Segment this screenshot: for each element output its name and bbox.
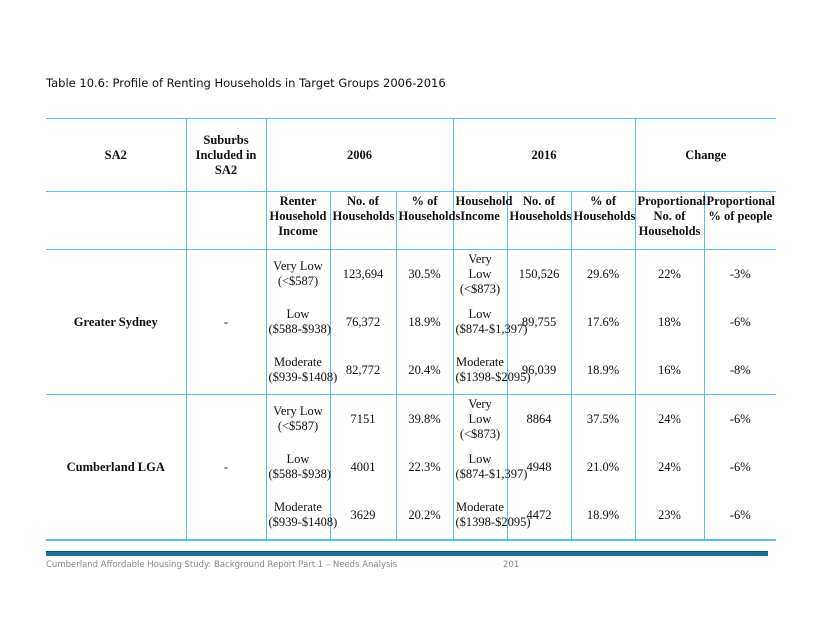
table-cell: 123,694	[329, 249, 397, 298]
table-cell: 18.9%	[570, 346, 636, 395]
table-cell: Very Low (<$873)	[452, 394, 508, 443]
table-caption: Table 10.6: Profile of Renting Household…	[46, 76, 446, 90]
table-cell: Very Low (<$873)	[452, 249, 508, 298]
table-cell: 150,526	[506, 249, 572, 298]
table-cell: 89,755	[506, 298, 572, 346]
table-cell: 24%	[634, 443, 705, 491]
page-number: 201	[503, 560, 520, 570]
subheader-cell: % of Households	[395, 191, 460, 250]
table-cell: 29.6%	[570, 249, 636, 298]
subheader-cell: Household Income	[452, 191, 512, 250]
table-cell: 8864	[506, 394, 572, 443]
subheader-cell: % of Households	[570, 191, 636, 250]
table-cell: 20.2%	[395, 491, 454, 541]
table-cell: 24%	[634, 394, 705, 443]
sa2-name: Greater Sydney	[46, 249, 187, 395]
table-cell: -6%	[703, 298, 777, 346]
table-cell: Low ($874-$1,397)	[452, 298, 527, 346]
sa2-name: Cumberland LGA	[46, 394, 187, 541]
table-cell: Low ($874-$1,397)	[452, 443, 527, 491]
subheader-cell: No. of Households	[506, 191, 572, 250]
table-cell: 18.9%	[395, 298, 454, 346]
footer-text: Cumberland Affordable Housing Study: Bac…	[46, 560, 398, 570]
table-cell: 96,039	[506, 346, 572, 395]
table-cell: 20.4%	[395, 346, 454, 395]
header-row: SA2 Suburbs Included in SA2 2006 2016 Ch…	[46, 118, 777, 192]
table-cell: 17.6%	[570, 298, 636, 346]
suburbs-value: -	[185, 249, 267, 395]
table-cell: -6%	[703, 443, 777, 491]
table-cell: 82,772	[329, 346, 397, 395]
header-change: Change	[634, 118, 777, 192]
table-cell: Moderate ($1398-$2095)	[452, 346, 531, 395]
table-cell: -6%	[703, 491, 777, 541]
footer-divider	[46, 551, 768, 556]
table-cell: 18.9%	[570, 491, 636, 541]
table-cell: 30.5%	[395, 249, 454, 298]
table-cell: 39.8%	[395, 394, 454, 443]
table-cell: Moderate ($1398-$2095)	[452, 491, 531, 541]
table-cell: -3%	[703, 249, 777, 298]
subheader-cell: No. of Households	[329, 191, 397, 250]
table-cell: Low ($588-$938)	[265, 443, 331, 491]
subheader-cell: Proportional % of people	[703, 191, 777, 250]
table-cell: 22%	[634, 249, 705, 298]
table-cell: 4948	[506, 443, 572, 491]
subheader-cell: Proportional No. of Households	[634, 191, 706, 250]
table-cell: -8%	[703, 346, 777, 395]
header-2006: 2006	[265, 118, 454, 192]
header-sa2: SA2	[46, 118, 187, 192]
header-2016: 2016	[452, 118, 636, 192]
renting-households-table: SA2 Suburbs Included in SA2 2006 2016 Ch…	[46, 118, 777, 541]
table-cell: 4001	[329, 443, 397, 491]
table-cell: Very Low (<$587)	[265, 394, 331, 443]
table-cell: 37.5%	[570, 394, 636, 443]
table-cell: 16%	[634, 346, 705, 395]
table-cell: 3629	[329, 491, 397, 541]
table-cell: 7151	[329, 394, 397, 443]
subheader-cell: Renter Household Income	[265, 191, 331, 250]
header-suburbs: Suburbs Included in SA2	[185, 118, 267, 192]
table-cell: 18%	[634, 298, 705, 346]
table-cell: 22.3%	[395, 443, 454, 491]
table-cell: 23%	[634, 491, 705, 541]
suburbs-value: -	[185, 394, 267, 541]
table-cell: Low ($588-$938)	[265, 298, 331, 346]
table-cell: Moderate ($939-$1408)	[265, 491, 337, 541]
table-cell: 21.0%	[570, 443, 636, 491]
table-cell: -6%	[703, 394, 777, 443]
table-cell: Very Low (<$587)	[265, 249, 331, 298]
table-cell: 76,372	[329, 298, 397, 346]
table-cell: Moderate ($939-$1408)	[265, 346, 337, 395]
